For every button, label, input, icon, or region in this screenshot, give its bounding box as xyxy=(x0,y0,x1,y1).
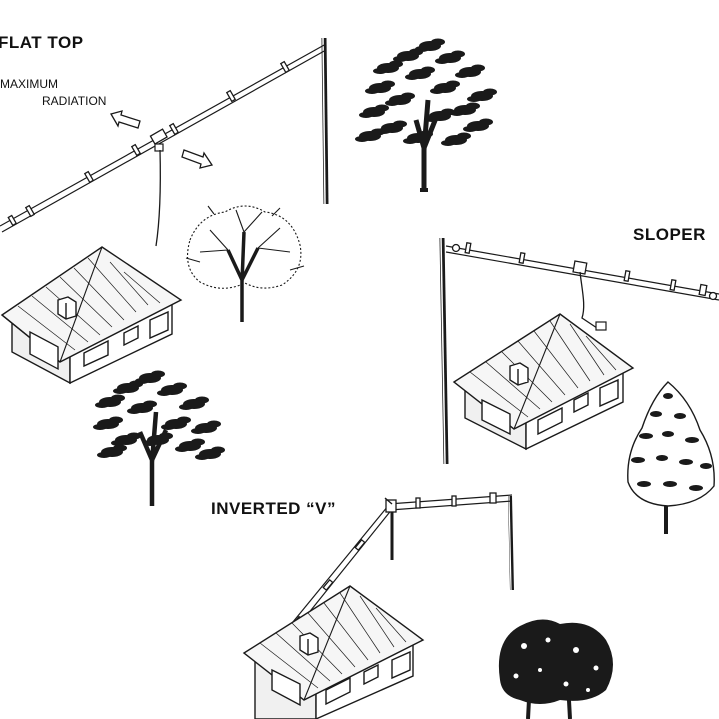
flat-top-insulators xyxy=(7,60,291,227)
tree-top-center xyxy=(355,38,497,192)
sloper-antenna xyxy=(439,237,719,465)
flat-top-antenna xyxy=(0,37,329,247)
sloper-house xyxy=(452,313,635,451)
sloper-feedline xyxy=(579,271,601,331)
inverted-v-pole xyxy=(390,495,514,591)
tree-conifer-right xyxy=(627,381,715,534)
sloper-pole xyxy=(439,237,449,465)
radiation-label: RADIATION xyxy=(42,94,107,108)
radiation-arrows xyxy=(110,110,214,169)
tree-bottom-left xyxy=(93,370,225,506)
tree-bottom-right xyxy=(498,619,613,719)
flat-top-pole xyxy=(321,37,329,205)
flat-top-label: FLAT TOP xyxy=(0,33,84,52)
inverted-v-antenna xyxy=(287,492,514,631)
sloper-insulators xyxy=(451,241,718,301)
inverted-v-tick-marks xyxy=(384,497,393,505)
inverted-v-house xyxy=(242,585,425,719)
sloper-feed-box xyxy=(595,321,607,331)
flat-top-feedline xyxy=(155,149,162,247)
sloper-label: SLOPER xyxy=(633,225,706,244)
tree-bare-center xyxy=(185,205,305,322)
flat-top-house xyxy=(0,246,183,385)
maximum-label: MAXIMUM xyxy=(0,77,58,91)
flat-top-feedpoint xyxy=(149,128,168,152)
inverted-v-label: INVERTED “V” xyxy=(211,499,337,518)
